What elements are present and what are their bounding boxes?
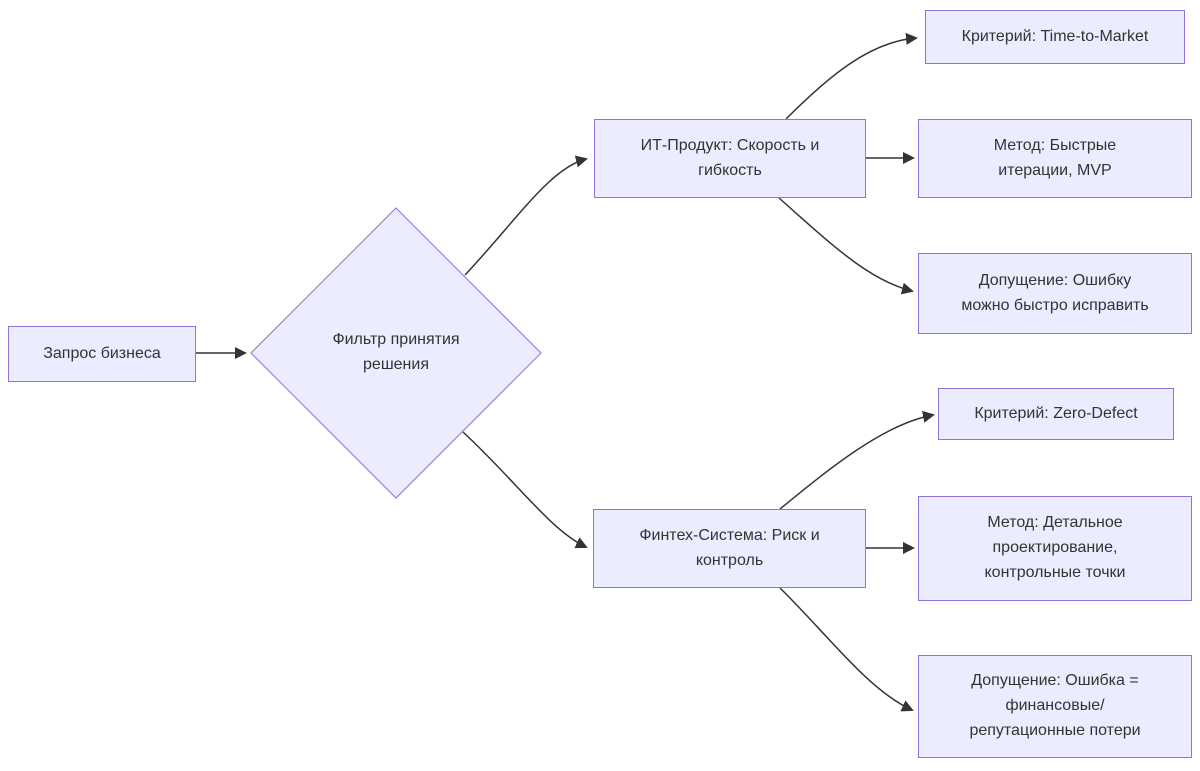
node-it-product[interactable]: ИТ-Продукт: Скорость и гибкость xyxy=(594,119,866,198)
node-decision[interactable]: Фильтр принятия решения xyxy=(332,331,460,373)
node-it-criterion[interactable]: Критерий: Time-to-Market xyxy=(925,10,1185,64)
decision-diamond-shape[interactable] xyxy=(250,207,542,499)
edge-decision-to-fintech-system xyxy=(462,431,588,549)
edge-it-product-to-it-assumption xyxy=(778,197,914,295)
node-it-method[interactable]: Метод: Быстрые итерации, MVP xyxy=(918,119,1192,198)
edge-fintech-system-to-fintech-assumption xyxy=(779,587,914,712)
node-fintech-system[interactable]: Финтех-Система: Риск и контроль xyxy=(593,509,866,588)
edge-it-product-to-it-criterion xyxy=(785,32,918,120)
node-fintech-assumption[interactable]: Допущение: Ошибка = финансовые/ репутаци… xyxy=(918,655,1192,758)
edge-decision-to-it-product xyxy=(464,155,588,276)
node-fintech-criterion[interactable]: Критерий: Zero-Defect xyxy=(938,388,1174,440)
node-it-assumption[interactable]: Допущение: Ошибку можно быстро исправить xyxy=(918,253,1192,334)
node-fintech-method[interactable]: Метод: Детальное проектирование, контрол… xyxy=(918,496,1192,601)
node-request[interactable]: Запрос бизнеса xyxy=(8,326,196,382)
edge-fintech-system-to-fintech-criterion xyxy=(779,410,935,510)
